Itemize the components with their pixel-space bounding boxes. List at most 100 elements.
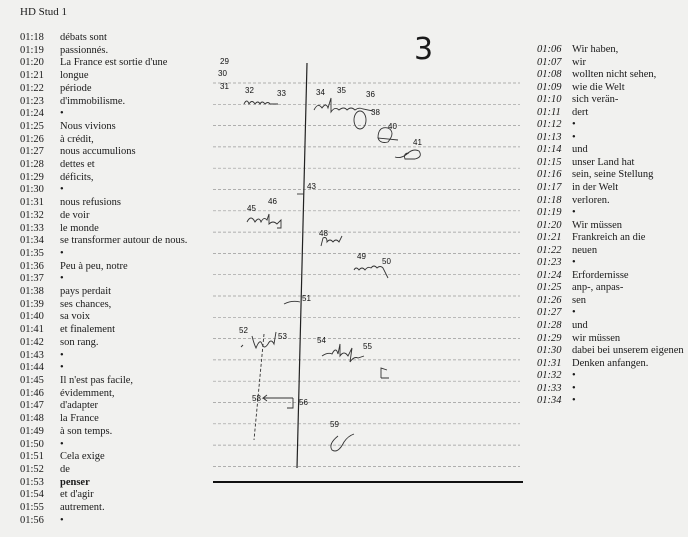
- transcript-text: und: [572, 320, 588, 332]
- transcript-text: à son temps.: [60, 425, 113, 437]
- timestamp: 01:50: [20, 438, 44, 450]
- timestamp: 01:41: [20, 324, 44, 336]
- vertical-margin-line: [296, 62, 308, 469]
- transcript-line: 01:23•: [537, 257, 684, 270]
- handwriting-strokes: [240, 97, 421, 452]
- timestamp: 01:29: [537, 332, 562, 344]
- transcript-line: 01:33 •: [537, 383, 684, 396]
- timestamp: 01:26: [20, 133, 44, 145]
- timestamp: 01:33: [537, 382, 562, 394]
- timestamp: 01:35: [20, 247, 44, 259]
- marker-label: 45: [247, 204, 256, 213]
- marker-label: 54: [317, 336, 326, 345]
- transcript-text: neuen: [572, 244, 598, 256]
- transcript-line: 01:31 Denken anfangen.: [537, 358, 684, 371]
- transcript-text: Nous vivions: [60, 120, 116, 132]
- marker-label: 30: [218, 69, 227, 78]
- transcript-text: •: [572, 370, 576, 382]
- transcript-text: déficits,: [60, 171, 94, 183]
- transcript-text: •: [60, 362, 64, 374]
- transcript-text: Erfordernisse: [572, 269, 629, 281]
- timestamp: 01:49: [20, 425, 44, 437]
- marker-label: 31: [220, 82, 229, 91]
- transcript-line: 01:37•: [20, 273, 187, 286]
- transcript-text: •: [572, 382, 576, 394]
- transcript-text: •: [572, 395, 576, 407]
- timestamp: 01:07: [537, 56, 562, 68]
- page-number: 3: [414, 32, 434, 67]
- marker-label: 46: [268, 197, 277, 206]
- timestamp: 01:15: [537, 156, 562, 168]
- timestamp: 01:24: [20, 108, 44, 120]
- timestamp: 01:19: [20, 44, 44, 56]
- transcript-text: Il n'est pas facile,: [60, 374, 134, 386]
- transcript-line: 01:30•: [20, 184, 187, 197]
- marker-label: 52: [239, 326, 248, 335]
- timestamp: 01:46: [20, 387, 44, 399]
- transcript-text: •: [572, 207, 576, 219]
- marker-label: 55: [363, 342, 372, 351]
- transcript-line: 01:44•: [20, 362, 187, 375]
- transcript-text: •: [60, 108, 64, 120]
- transcript-text: de voir: [60, 209, 90, 221]
- transcript-text: évidemment,: [60, 387, 115, 399]
- ruled-lines: [213, 82, 520, 467]
- timestamp: 01:27: [537, 307, 562, 319]
- timestamp: 01:48: [20, 413, 44, 425]
- transcript-text: •: [60, 514, 64, 526]
- timestamp: 01:29: [20, 171, 44, 183]
- marker-label: 38: [371, 108, 380, 117]
- timestamp: 01:26: [537, 294, 562, 306]
- transcript-line: 01:41 et finalement: [20, 324, 187, 337]
- transcript-text: Denken anfangen.: [572, 357, 649, 369]
- transcript-text: wir: [572, 56, 586, 68]
- timestamp: 01:31: [20, 197, 44, 209]
- transcript-line: 01:29 déficits,: [20, 172, 187, 185]
- transcript-text: anp-, anpas-: [572, 282, 624, 294]
- transcript-text: débats sont: [60, 32, 107, 43]
- timestamp: 01:23: [20, 95, 44, 107]
- transcript-line: 01:56•: [20, 515, 187, 528]
- marker-label: 58: [252, 394, 261, 403]
- timestamp: 01:17: [537, 182, 562, 194]
- transcript-line: 01:32 •: [537, 370, 684, 383]
- timestamp: 01:09: [537, 81, 562, 93]
- timestamp: 01:06: [537, 44, 562, 55]
- timestamp: 01:45: [20, 374, 44, 386]
- marker-label: 48: [319, 229, 328, 238]
- timestamp: 01:12: [537, 119, 562, 131]
- transcript-text: •: [572, 131, 576, 143]
- timestamp: 01:19: [537, 207, 562, 219]
- timestamp: 01:31: [537, 357, 562, 369]
- transcript-text: unser Land hat: [572, 156, 635, 168]
- timestamp: 01:32: [537, 370, 562, 382]
- transcript-text: pays perdait: [60, 286, 112, 298]
- transcript-text: •: [572, 119, 576, 131]
- transcript-text: und: [572, 144, 588, 156]
- marker-label: 53: [278, 332, 287, 341]
- transcript-text: et finalement: [60, 324, 116, 336]
- transcript-line: 01:19 •: [537, 207, 684, 220]
- transcript-line: 01:35•: [20, 248, 187, 261]
- timestamp: 01:28: [20, 159, 44, 171]
